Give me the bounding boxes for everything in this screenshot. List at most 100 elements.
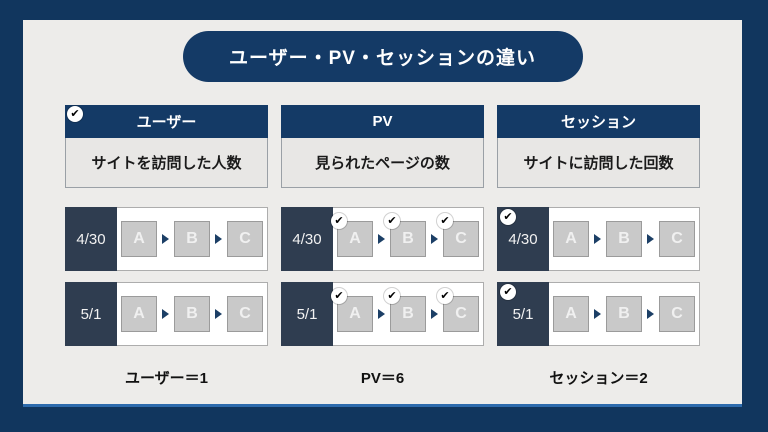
visit-row: ✔ 4/30 ✔ A ✔ B ✔ C <box>281 207 484 271</box>
page-box: ✔ B <box>606 296 642 332</box>
page-box: ✔ C <box>659 296 695 332</box>
date-label: 4/30 <box>76 230 106 248</box>
page-box: ✔ B <box>384 288 426 332</box>
date-box: ✔ 4/30 <box>281 207 333 271</box>
column-description: 見られたページの数 <box>281 138 484 188</box>
date-label: 5/1 <box>512 305 534 323</box>
column-header-label: セッション <box>560 114 636 131</box>
page-letter: A <box>349 230 361 247</box>
check-icon: ✔ <box>67 106 83 122</box>
page-box: ✔ C <box>437 288 479 332</box>
page-letter: C <box>671 230 683 247</box>
metric-column: ✔ ユーザー サイトを訪問した人数 ✔ 4/30 ✔ A ✔ B ✔ C ✔ 5… <box>65 105 268 388</box>
column-result-label: PV＝6 <box>360 370 405 387</box>
page-box: ✔ C <box>227 221 263 257</box>
pages-box: ✔ A ✔ B ✔ C <box>549 282 700 346</box>
column-result-label: セッション＝2 <box>549 370 648 387</box>
date-box: ✔ 5/1 <box>65 282 117 346</box>
page-letter: B <box>618 305 630 322</box>
check-icon: ✔ <box>331 213 347 229</box>
date-label: 4/30 <box>508 230 538 248</box>
check-icon: ✔ <box>331 288 347 304</box>
visit-row: ✔ 5/1 ✔ A ✔ B ✔ C <box>497 282 700 346</box>
arrow-right-icon <box>431 234 438 244</box>
page-letter: A <box>133 230 145 247</box>
page-letter: A <box>349 305 361 322</box>
pages-box: ✔ A ✔ B ✔ C <box>331 207 484 271</box>
visit-rows: ✔ 4/30 ✔ A ✔ B ✔ C ✔ 5/1 ✔ A ✔ B ✔ C <box>497 207 700 346</box>
pages-box: ✔ A ✔ B ✔ C <box>331 282 484 346</box>
page-box: ✔ B <box>384 213 426 257</box>
visit-row: ✔ 5/1 ✔ A ✔ B ✔ C <box>65 282 268 346</box>
visit-row: ✔ 4/30 ✔ A ✔ B ✔ C <box>497 207 700 271</box>
pages-box: ✔ A ✔ B ✔ C <box>117 282 268 346</box>
pages-box: ✔ A ✔ B ✔ C <box>117 207 268 271</box>
page-box: ✔ C <box>659 221 695 257</box>
date-box: ✔ 5/1 <box>497 282 549 346</box>
page-box: ✔ B <box>606 221 642 257</box>
page-letter: B <box>402 305 414 322</box>
column-result-label: ユーザー＝1 <box>124 370 209 387</box>
visit-row: ✔ 4/30 ✔ A ✔ B ✔ C <box>65 207 268 271</box>
page-box: ✔ A <box>121 221 157 257</box>
page-box: ✔ C <box>437 213 479 257</box>
arrow-right-icon <box>647 309 654 319</box>
page-letter: B <box>402 230 414 247</box>
check-icon: ✔ <box>500 284 516 300</box>
title-banner: ユーザー・PV・セッションの違い <box>182 31 583 82</box>
check-icon: ✔ <box>437 288 453 304</box>
page-box: ✔ A <box>331 288 373 332</box>
arrow-right-icon <box>594 309 601 319</box>
page-box: ✔ B <box>174 296 210 332</box>
column-description: サイトを訪問した人数 <box>65 138 268 188</box>
page-box: ✔ A <box>121 296 157 332</box>
column-header: ✔ PV <box>281 105 484 138</box>
date-box: ✔ 5/1 <box>281 282 333 346</box>
date-box: ✔ 4/30 <box>65 207 117 271</box>
page-letter: A <box>565 305 577 322</box>
page-box: ✔ A <box>331 213 373 257</box>
check-icon: ✔ <box>384 288 400 304</box>
pages-box: ✔ A ✔ B ✔ C <box>549 207 700 271</box>
column-header-label: PV <box>372 113 393 130</box>
page-letter: C <box>239 230 251 247</box>
page-letter: B <box>618 230 630 247</box>
column-header: ✔ ユーザー <box>65 105 268 138</box>
visit-row: ✔ 5/1 ✔ A ✔ B ✔ C <box>281 282 484 346</box>
check-icon: ✔ <box>500 209 516 225</box>
date-label: 4/30 <box>292 230 322 248</box>
page-letter: A <box>133 305 145 322</box>
arrow-right-icon <box>215 234 222 244</box>
arrow-right-icon <box>215 309 222 319</box>
date-label: 5/1 <box>80 305 102 323</box>
column-header: ✔ セッション <box>497 105 700 138</box>
arrow-right-icon <box>431 309 438 319</box>
column-description: サイトに訪問した回数 <box>497 138 700 188</box>
arrow-right-icon <box>594 234 601 244</box>
page-letter: B <box>186 230 198 247</box>
slide-content: ユーザー・PV・セッションの違い ✔ ユーザー サイトを訪問した人数 ✔ 4/3… <box>23 20 742 407</box>
page-box: ✔ B <box>174 221 210 257</box>
page-letter: C <box>455 230 467 247</box>
columns-container: ✔ ユーザー サイトを訪問した人数 ✔ 4/30 ✔ A ✔ B ✔ C ✔ 5… <box>65 105 700 388</box>
check-icon: ✔ <box>437 213 453 229</box>
page-box: ✔ A <box>553 296 589 332</box>
arrow-right-icon <box>162 309 169 319</box>
check-icon: ✔ <box>384 213 400 229</box>
date-box: ✔ 4/30 <box>497 207 549 271</box>
page-box: ✔ A <box>553 221 589 257</box>
page-letter: C <box>671 305 683 322</box>
arrow-right-icon <box>378 234 385 244</box>
metric-column: ✔ PV 見られたページの数 ✔ 4/30 ✔ A ✔ B ✔ C ✔ 5/1 … <box>281 105 484 388</box>
page-letter: A <box>565 230 577 247</box>
arrow-right-icon <box>378 309 385 319</box>
visit-rows: ✔ 4/30 ✔ A ✔ B ✔ C ✔ 5/1 ✔ A ✔ B ✔ C <box>281 207 484 346</box>
page-letter: B <box>186 305 198 322</box>
page-title: ユーザー・PV・セッションの違い <box>229 48 536 69</box>
page-box: ✔ C <box>227 296 263 332</box>
page-letter: C <box>455 305 467 322</box>
page-letter: C <box>239 305 251 322</box>
visit-rows: ✔ 4/30 ✔ A ✔ B ✔ C ✔ 5/1 ✔ A ✔ B ✔ C <box>65 207 268 346</box>
column-header-label: ユーザー <box>136 114 197 131</box>
arrow-right-icon <box>647 234 654 244</box>
